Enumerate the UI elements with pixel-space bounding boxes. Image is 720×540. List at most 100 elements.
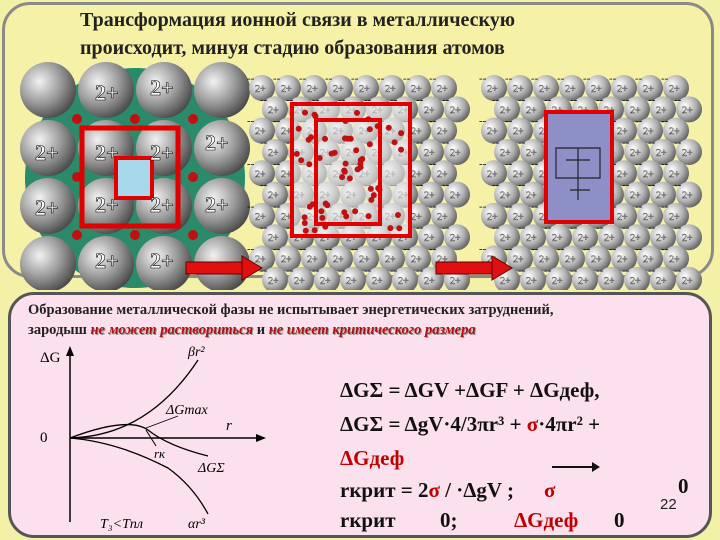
- metal-ion-sphere: 2+--: [635, 115, 663, 144]
- ion-charge-label: 2+: [500, 276, 511, 287]
- electron-dot: [311, 111, 318, 118]
- ionic-crystal: 2+2+2+2+2+2+2+2+2+2+2+2+: [20, 62, 250, 290]
- formula-5-zero: 0;: [440, 508, 458, 532]
- intermediate-lattice: 2+--2+--2+--2+--2+--2+--2+--2+--2+--2+--…: [247, 73, 470, 290]
- electron-label: --: [286, 222, 294, 234]
- metal-ion-sphere: 2+--: [661, 243, 689, 272]
- metal-ion-sphere: 2+--: [492, 179, 520, 208]
- electron-label: --: [531, 200, 539, 212]
- electron-label: --: [286, 264, 294, 276]
- ion-charge-label: 2+: [268, 148, 279, 159]
- ion-charge-label: 2+: [630, 276, 641, 287]
- electron-label: --: [674, 222, 682, 234]
- metal-ion-sphere: 2+--: [661, 115, 689, 144]
- energy-graph: ΔG 0 r βr² ΔGmax rк ΔGΣ αr³ T₃<Tпл: [40, 345, 266, 532]
- formula-arrow-head: [592, 462, 600, 472]
- electron-label: --: [416, 264, 424, 276]
- ion-charge-label: 2+: [669, 169, 680, 180]
- electron-label: --: [416, 94, 424, 106]
- ion-charge-label: 2+: [95, 140, 119, 165]
- metal-ion-sphere: 2+--: [390, 264, 418, 290]
- ion-charge-label: 2+: [682, 191, 693, 202]
- electron-label: --: [661, 243, 669, 255]
- ion-charge-label: 2+: [320, 276, 331, 287]
- metal-ion-sphere: 2+--: [661, 158, 689, 187]
- electron-label: --: [492, 222, 500, 234]
- electron-label: --: [648, 222, 656, 234]
- metal-ion-sphere: 2+--: [479, 158, 507, 187]
- ion-charge-label: 2+: [630, 233, 641, 244]
- electron-dot: [322, 135, 328, 142]
- ion-charge-label: 2+: [513, 127, 524, 138]
- metal-ion-sphere: 2+--: [635, 158, 663, 187]
- nucleation-text-line1: Образование металлической фазы не испыты…: [28, 302, 554, 318]
- metal-ion-sphere: 2+--: [416, 222, 444, 251]
- electron-label: --: [312, 264, 320, 276]
- ion-charge-label: 2+: [150, 140, 174, 165]
- metal-ion-sphere: 2+--: [442, 222, 470, 251]
- ion-charge-label: 2+: [450, 233, 461, 244]
- electron-dot: [391, 139, 398, 146]
- anion-dot: [188, 172, 198, 182]
- electron-label: --: [260, 222, 268, 234]
- ion-charge-label: 2+: [643, 84, 654, 95]
- ion-charge-label: 2+: [320, 233, 331, 244]
- electron-label: --: [622, 222, 630, 234]
- metal-ion-sphere: 2+--: [661, 200, 689, 229]
- metal-ion-sphere: 2+--: [442, 179, 470, 208]
- ion-charge-label: 2+: [565, 84, 576, 95]
- electron-label: --: [442, 222, 450, 234]
- formula-2-a: ΔGΣ = ΔgV·4/3πr³ +: [340, 412, 527, 436]
- metal-ion-sphere: 2+--: [648, 264, 676, 290]
- metal-ion-sphere: 2+--: [518, 179, 546, 208]
- ion-charge-label: 2+: [591, 84, 602, 95]
- formula-2: ΔGΣ = ΔgV·4/3πr³ + σ·4πr² +: [340, 412, 600, 437]
- electron-label: --: [674, 264, 682, 276]
- electron-label: --: [622, 136, 630, 148]
- ion-charge-label: 2+: [450, 105, 461, 116]
- electron-label: --: [416, 222, 424, 234]
- ion-charge-label: 2+: [578, 276, 589, 287]
- metal-ion-sphere: 2+--: [557, 73, 585, 101]
- electron-dot: [306, 161, 313, 168]
- ion-charge-label: 2+: [500, 148, 511, 159]
- ionic-outer-frame: [79, 125, 181, 229]
- ion-charge-label: 2+: [437, 84, 448, 95]
- electron-label: --: [544, 222, 552, 234]
- metal-ion-sphere: 2+--: [648, 136, 676, 165]
- metal-ion-sphere: 2+--: [403, 243, 431, 272]
- ion-charge-label: 2+: [255, 212, 266, 223]
- ion-charge-label: 2+: [424, 276, 435, 287]
- electron-dot: [344, 135, 351, 142]
- ion-charge-label: 2+: [630, 148, 641, 159]
- electron-label: --: [260, 264, 268, 276]
- ion-charge-label: 2+: [411, 127, 422, 138]
- ion-sphere: [194, 62, 250, 118]
- electron-label: --: [596, 94, 604, 106]
- ion-charge-label: 2+: [95, 80, 119, 105]
- metal-ion-sphere: 2+--: [583, 73, 611, 101]
- ion-sphere: [20, 62, 76, 118]
- formula-4-a: rкрит = 2: [340, 478, 429, 502]
- nucleation-text-line2: зародыш не может раствориться и не имеет…: [28, 320, 718, 340]
- electron-dot: [359, 156, 366, 162]
- electron-dot: [346, 175, 353, 182]
- metal-ion-sphere: 2+--: [648, 179, 676, 208]
- formula-4-b: / ·ΔgV ;: [439, 478, 514, 502]
- electron-dot: [366, 141, 373, 148]
- electron-label: --: [570, 264, 578, 276]
- ion-charge-label: 2+: [150, 75, 174, 100]
- electron-label: --: [622, 264, 630, 276]
- formula-3: ΔGдеф: [340, 446, 405, 470]
- slide-title: Трансформация ионной связи в металлическ…: [80, 6, 700, 62]
- electron-label: --: [429, 73, 437, 85]
- ion-sphere: [136, 236, 192, 290]
- ion-charge-label: 2+: [333, 255, 344, 266]
- metal-ion-sphere: 2+--: [299, 243, 327, 272]
- lattice-illustrations: 2+2+2+2+2+2+2+2+2+2+2+2+ 2+--2+--2+--2+-…: [20, 62, 702, 290]
- metal-ion-sphere: 2+--: [416, 136, 444, 165]
- electron-dot: [368, 196, 375, 203]
- metal-ion-sphere: 2+--: [570, 222, 598, 251]
- metal-ion-sphere: 2+--: [622, 222, 650, 251]
- metal-ion-sphere: 2+--: [429, 73, 457, 101]
